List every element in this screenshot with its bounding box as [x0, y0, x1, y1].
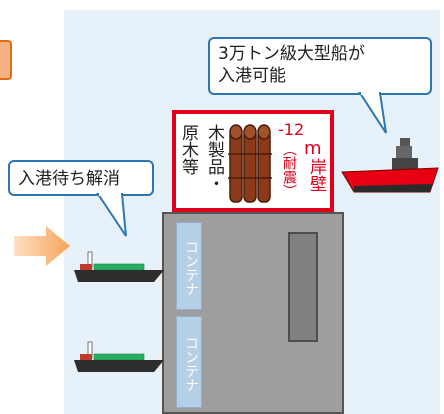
big-ship-callout-tail [358, 91, 387, 134]
flow-arrow-icon [14, 226, 70, 266]
big-ship-callout-line1: 3万トン級大型船が [218, 44, 365, 64]
waiting-callout: 入港待ち解消 [8, 160, 154, 196]
big-ship-callout-line2: 入港可能 [218, 66, 286, 86]
left-strip [0, 0, 14, 414]
big-ship-callout: 3万トン級大型船が 入港可能 [208, 37, 432, 95]
container-top: コンテナ [176, 222, 202, 310]
waiting-ship-1-icon [74, 251, 164, 282]
container-bottom: コンテナ [176, 316, 202, 408]
timber-logs-icon [228, 124, 272, 203]
waiting-ship-2-icon [74, 341, 164, 372]
berth-sign: 原木等 木製品・ -12 m 岸壁 （耐震） [172, 110, 334, 212]
cargo-label-2: 木製品・ [204, 124, 224, 192]
berth-note: （耐震） [281, 142, 297, 198]
cargo-label-1: 原木等 [178, 124, 198, 175]
berth-unit: m [304, 138, 322, 159]
large-cargo-ship-icon [341, 138, 439, 193]
waiting-callout-tail [96, 192, 127, 237]
warehouse-building [288, 232, 318, 342]
left-orange-tab [0, 40, 12, 80]
berth-word: 岸壁 [306, 158, 326, 192]
berth-depth: -12 [278, 120, 305, 139]
